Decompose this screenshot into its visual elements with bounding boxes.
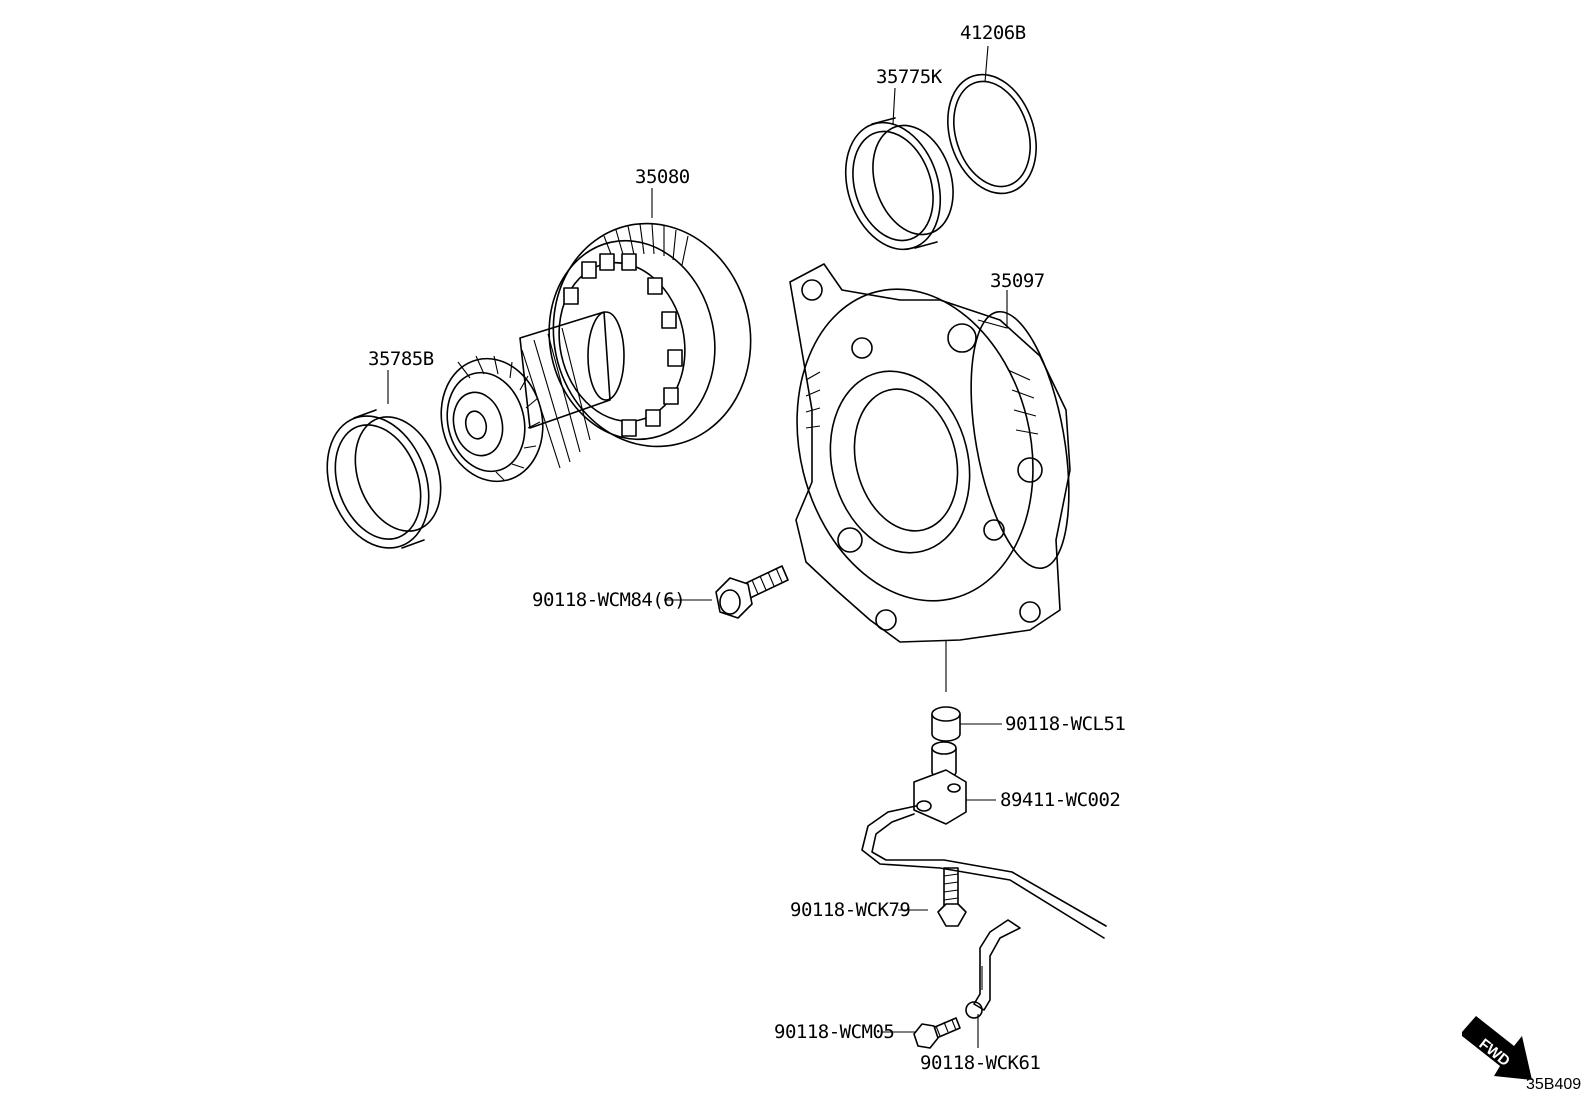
part-label-90118-wck61[interactable]: 90118-WCK61 xyxy=(920,1052,1041,1074)
part-label-90118-wcl51[interactable]: 90118-WCL51 xyxy=(1005,713,1126,735)
bolt-wck79 xyxy=(937,867,967,927)
bearing-cup-35785b xyxy=(326,409,442,549)
part-label-35097[interactable]: 35097 xyxy=(990,270,1045,292)
collar-wcl51 xyxy=(931,706,961,742)
pinion-bearing xyxy=(440,355,544,483)
leader-lines xyxy=(387,45,1008,1048)
fwd-arrow-icon: FWD xyxy=(1462,1016,1532,1080)
figure-code: 35B409 xyxy=(1526,1076,1582,1093)
part-label-35785b[interactable]: 35785B xyxy=(368,348,434,370)
sensor-wc002 xyxy=(861,741,1107,939)
housing-35097 xyxy=(789,263,1071,643)
part-label-90118-wcm84[interactable]: 90118-WCM84(6) xyxy=(532,589,686,611)
bracket-wck61 xyxy=(965,919,1021,1019)
part-label-89411-wc002[interactable]: 89411-WC002 xyxy=(1000,789,1121,811)
bolt-wcm05 xyxy=(913,1017,961,1049)
shim-ring-41206b xyxy=(947,73,1037,195)
ring-gear-35080 xyxy=(519,222,752,469)
bearing-race-35775k xyxy=(844,117,954,251)
part-label-41206b[interactable]: 41206B xyxy=(960,22,1026,44)
part-label-35080[interactable]: 35080 xyxy=(635,166,690,188)
part-label-90118-wck79[interactable]: 90118-WCK79 xyxy=(790,899,911,921)
part-label-35775k[interactable]: 35775K xyxy=(876,66,942,88)
part-label-90118-wcm05[interactable]: 90118-WCM05 xyxy=(774,1021,895,1043)
bolt-wcm84 xyxy=(715,565,789,619)
